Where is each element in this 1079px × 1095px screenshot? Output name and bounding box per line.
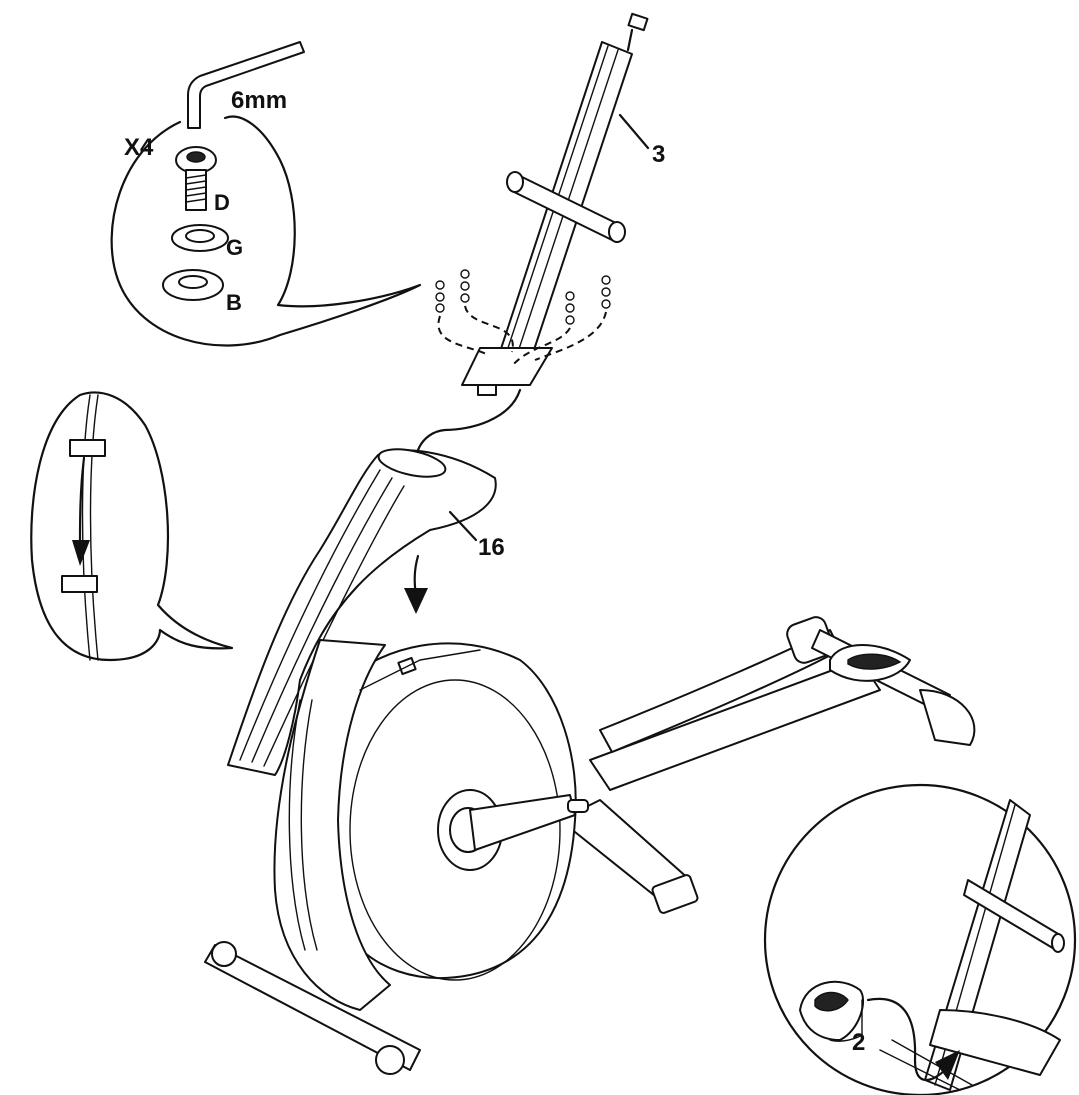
flat-washer-icon	[162, 269, 224, 301]
hardware-callout-bubble	[110, 115, 422, 347]
allen-wrench-icon	[187, 41, 305, 129]
upright-cover	[227, 448, 497, 776]
cover-detail-circle	[763, 783, 1077, 1095]
spring-washer-icon	[171, 224, 229, 252]
spring-washer-label: G	[226, 235, 243, 260]
upright-tube	[461, 12, 650, 396]
elliptical-frame	[204, 616, 976, 1075]
mounting-hardware	[435, 269, 611, 367]
flat-washer-label: B	[226, 290, 242, 315]
cover-part-label: 2	[852, 1029, 865, 1056]
arrow-curved-icon	[866, 997, 960, 1081]
upright-cover-label: 16	[478, 534, 505, 561]
wrench-size-label: 6mm	[231, 87, 287, 114]
upright-tube-label: 3	[652, 141, 665, 168]
arrow-down-icon	[404, 554, 428, 614]
bolt-icon	[175, 146, 217, 211]
quantity-label: X4	[124, 134, 154, 161]
cable-tie-callout-bubble	[30, 391, 234, 662]
bolt-label: D	[214, 190, 230, 215]
